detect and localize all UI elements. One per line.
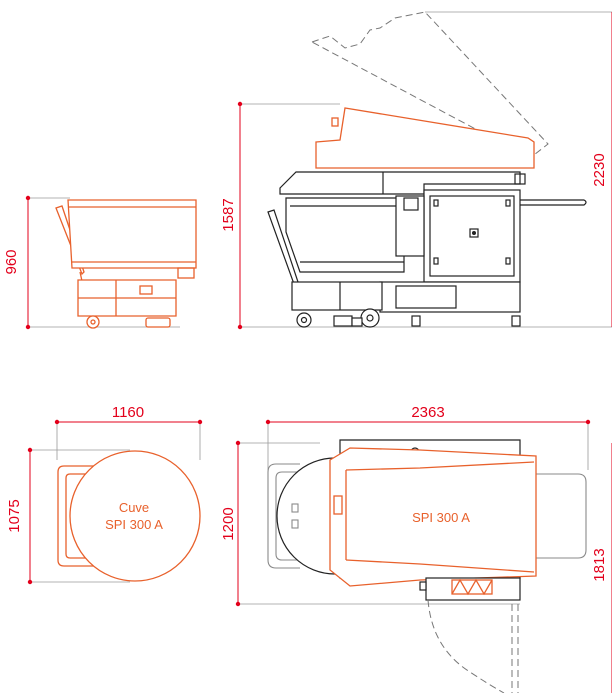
dim-960-label: 960 bbox=[3, 249, 20, 274]
dim-2230-label: 2230 bbox=[591, 153, 608, 186]
machine-label: SPI 300 A bbox=[412, 510, 470, 525]
dim-1813-label: 1813 bbox=[591, 548, 608, 581]
top-view-machine: 2363 1200 1813 SPI 300 A bbox=[220, 404, 612, 693]
control-box bbox=[423, 189, 521, 283]
side-view-bowl: 960 bbox=[3, 195, 197, 330]
side-view-machine: 1587 2230 bbox=[220, 11, 612, 330]
dim-1160-label: 1160 bbox=[112, 404, 144, 421]
dim-2363-label: 2363 bbox=[411, 404, 444, 421]
dim-1200-label: 1200 bbox=[220, 507, 237, 540]
bowl-label-line1: Cuve bbox=[119, 500, 149, 515]
head-closed bbox=[315, 107, 535, 169]
bowl-top-circle bbox=[69, 450, 201, 582]
bowl-body-side bbox=[67, 199, 197, 269]
bowl-machine-side bbox=[285, 197, 405, 273]
top-view-bowl: 1160 1075 Cuve SPI 300 A bbox=[6, 404, 203, 585]
head-top-view bbox=[329, 447, 537, 587]
bowl-label-line2: SPI 300 A bbox=[105, 517, 163, 532]
dim-1587-label: 1587 bbox=[220, 198, 237, 231]
dim-1075-label: 1075 bbox=[6, 499, 23, 532]
